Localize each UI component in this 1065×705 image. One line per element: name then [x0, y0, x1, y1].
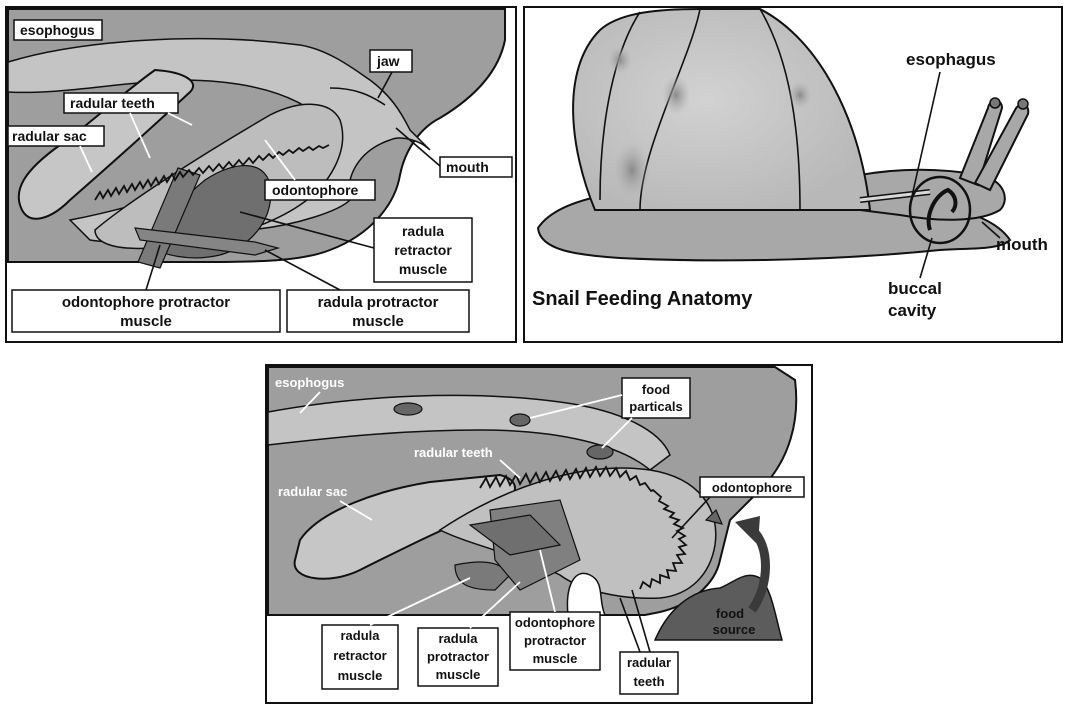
panel-c-food-source-label-1: food — [716, 606, 744, 621]
panel-c-radular-teeth-bottom-label-2: teeth — [633, 674, 664, 689]
panel-c-radular-teeth-top-label: radular teeth — [414, 445, 493, 460]
panel-b-mouth-label: mouth — [996, 235, 1048, 254]
panel-a-radular-sac-label: radular sac — [12, 128, 87, 144]
panel-b-eye-1 — [990, 98, 1000, 108]
panel-b-buccal-label-2: cavity — [888, 301, 937, 320]
panel-b-shell-spot-4 — [788, 81, 812, 109]
panel-b-eye-2 — [1018, 99, 1028, 109]
panel-b-title: Snail Feeding Anatomy — [532, 288, 753, 310]
panel-c-radular-sac-label: radular sac — [278, 484, 347, 499]
panel-b-buccal-label-1: buccal — [888, 279, 942, 298]
panel-a-esophogus-label: esophogus — [20, 22, 95, 38]
panel-c-radula-protractor-label-3: muscle — [436, 667, 481, 682]
panel-a-radula-retractor-label-1: radula — [402, 223, 444, 239]
panel-a-radula-anatomy: esophogus jaw radular teeth radular sac … — [6, 7, 516, 342]
panel-c-feeding-motion: esophogus food particals radular teeth r… — [266, 365, 812, 703]
panel-a-odontophore-label: odontophore — [272, 182, 359, 198]
panel-a-mouth-label: mouth — [446, 159, 489, 175]
panel-a-radular-teeth-label: radular teeth — [70, 95, 155, 111]
panel-c-food-source-label-2: source — [713, 622, 756, 637]
panel-c-odontophore-protractor-label-3: muscle — [533, 651, 578, 666]
panel-c-food-particals-label-1: food — [642, 382, 670, 397]
panel-c-food-particle-2 — [510, 414, 530, 426]
panel-a-odontophore-protractor-label-2: muscle — [120, 313, 172, 330]
panel-b-shell-spot-1 — [614, 142, 650, 198]
panel-c-food-particals-label-2: particals — [629, 399, 682, 414]
panel-a-radula-retractor-label-3: muscle — [399, 261, 447, 277]
panel-c-odontophore-label: odontophore — [712, 480, 792, 495]
panel-a-jaw-label: jaw — [376, 53, 400, 69]
panel-c-odontophore-protractor-label-1: odontophore — [515, 615, 595, 630]
panel-c-odontophore-protractor-label-2: protractor — [524, 633, 586, 648]
panel-a-radula-protractor-label-1: radula protractor — [318, 294, 439, 311]
panel-b-esophagus-label: esophagus — [906, 50, 996, 69]
panel-c-radula-protractor-label-1: radula — [438, 631, 478, 646]
panel-a-radula-protractor-label-2: muscle — [352, 313, 404, 330]
panel-b-shell-spot-2 — [662, 75, 690, 115]
panel-a-odontophore-protractor-label-1: odontophore protractor — [62, 294, 230, 311]
panel-a-radula-retractor-label-2: retractor — [394, 242, 452, 258]
panel-c-radula-retractor-label-3: muscle — [338, 668, 383, 683]
panel-c-esophogus-label: esophogus — [275, 375, 344, 390]
panel-c-radula-protractor-label-2: protractor — [427, 649, 489, 664]
panel-c-food-particle-3 — [587, 445, 613, 459]
panel-c-radula-retractor-label-1: radula — [340, 628, 380, 643]
panel-c-radula-retractor-label-2: retractor — [333, 648, 386, 663]
panel-c-food-particle-1 — [394, 403, 422, 415]
panel-b-shell-spot-3 — [608, 46, 632, 74]
panel-b-snail-overview: esophagus mouth buccal cavity Snail Feed… — [524, 7, 1062, 342]
panel-c-radular-teeth-bottom-label-1: radular — [627, 655, 671, 670]
